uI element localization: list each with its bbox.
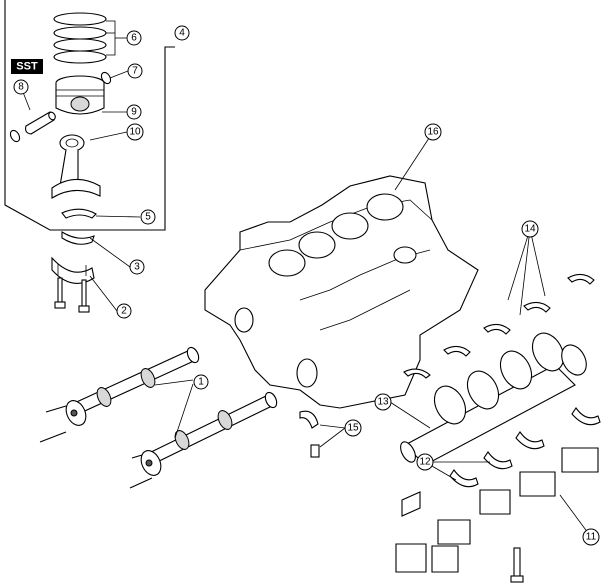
oil-jet (299, 410, 320, 458)
crankshaft (400, 332, 587, 466)
conrod-bearing-upper (61, 208, 97, 219)
callout-6-label: 6 (131, 33, 137, 44)
callout-13-label: 13 (377, 397, 389, 408)
callout-15: 15 (344, 419, 362, 437)
callout-1-label: 1 (198, 377, 204, 388)
main-bearing-caps (395, 447, 599, 573)
callout-4-label: 4 (179, 28, 185, 39)
callout-2-label: 2 (121, 306, 127, 317)
callout-10: 10 (126, 123, 144, 141)
callout-7-label: 7 (132, 66, 138, 77)
callout-14-label: 14 (524, 224, 536, 235)
callout-3-label: 3 (134, 262, 140, 273)
piston-assembly-detail-box (4, 0, 175, 231)
connecting-rod (51, 134, 101, 199)
callout-16: 16 (424, 123, 442, 141)
callout-14: 14 (521, 220, 539, 238)
callout-8-label: 8 (18, 82, 24, 93)
callout-13: 13 (374, 393, 392, 411)
snap-rings (9, 71, 112, 143)
callout-5: 5 (140, 209, 156, 225)
callout-1: 1 (193, 374, 209, 390)
callout-15-label: 15 (347, 423, 359, 434)
callout-11: 11 (582, 528, 600, 546)
main-bearing-upper-shells (403, 273, 595, 379)
cylinder-block (204, 175, 479, 409)
main-bearing-lower-shells (449, 407, 601, 488)
callout-2: 2 (116, 303, 132, 319)
callout-16-label: 16 (427, 127, 439, 138)
callout-12-label: 12 (419, 457, 431, 468)
sst-badge: SST (11, 59, 43, 74)
piston-rings (53, 12, 127, 64)
callout-9: 9 (126, 104, 142, 120)
piston-pin (25, 111, 56, 135)
callout-7: 7 (127, 63, 143, 79)
sst-label: SST (16, 61, 38, 73)
balancer-shaft-bolts (39, 405, 153, 489)
callout-3: 3 (129, 259, 145, 275)
leader-lines (20, 70, 592, 538)
callout-6: 6 (126, 30, 142, 46)
piston (55, 75, 105, 115)
callout-4: 4 (174, 25, 190, 41)
callout-10-label: 10 (129, 127, 141, 138)
balancer-shaft-upper (65, 346, 200, 426)
conrod-bearing-lower (61, 231, 95, 245)
conrod-bolts (54, 277, 90, 313)
balancer-shaft-lower (140, 391, 278, 476)
callout-8: 8 (13, 79, 29, 95)
main-bearing-cap-bolt (510, 547, 524, 583)
callout-9-label: 9 (131, 107, 137, 118)
callout-12: 12 (416, 453, 434, 471)
callout-11-label: 11 (586, 532, 597, 543)
callout-5-label: 5 (145, 212, 151, 223)
